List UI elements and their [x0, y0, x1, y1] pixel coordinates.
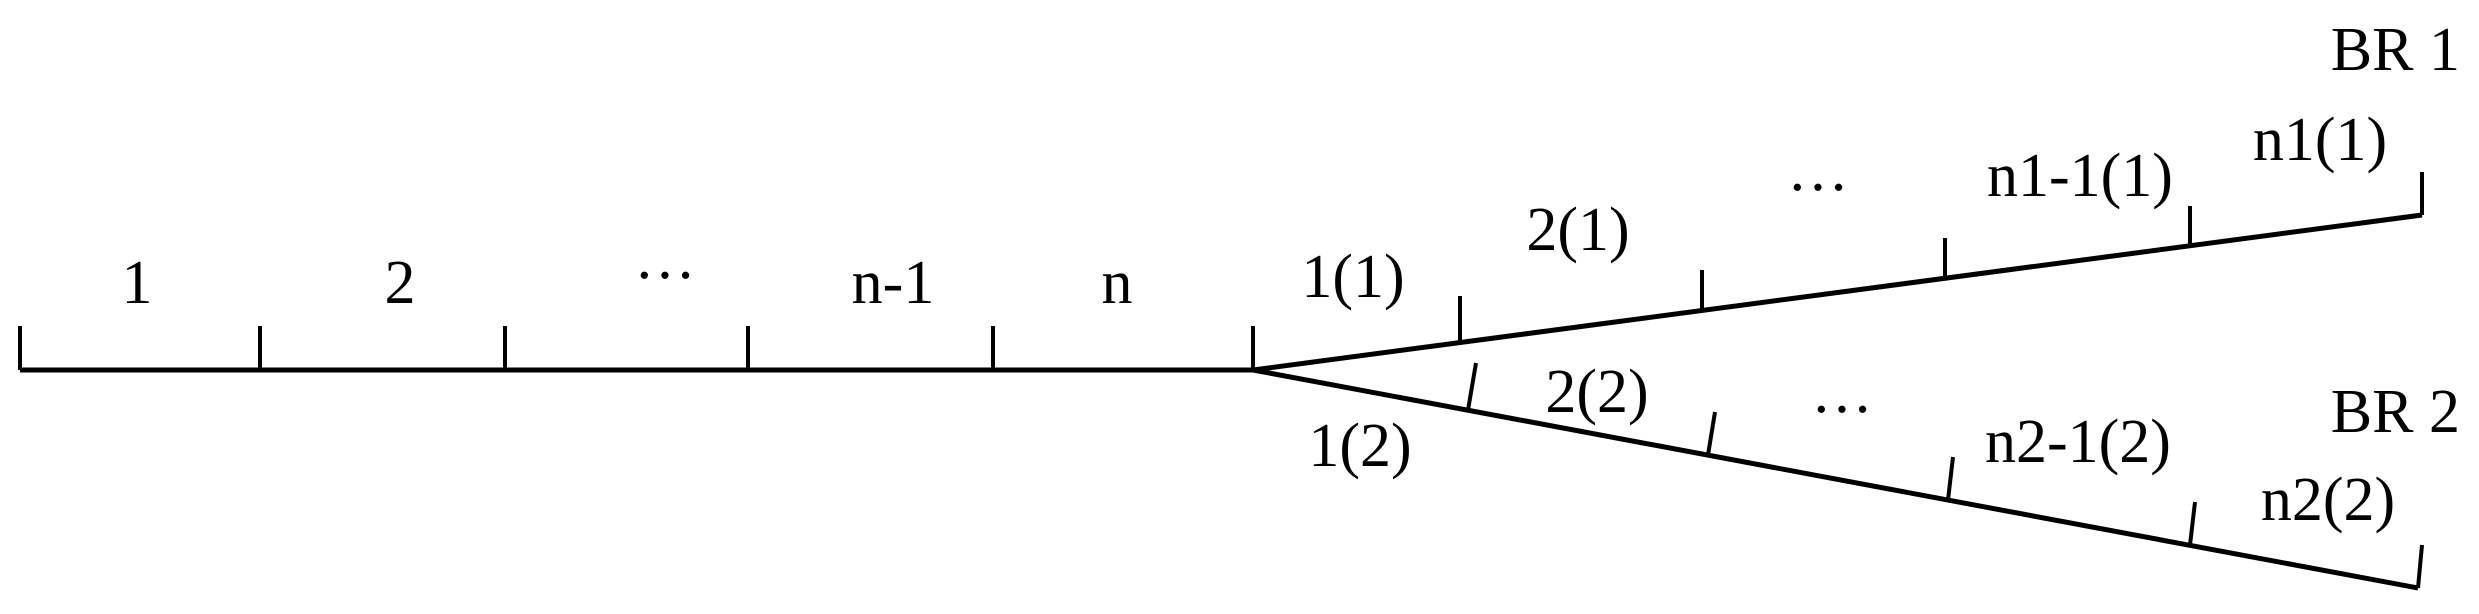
branch-2-label-1: 1(2): [1308, 412, 1411, 480]
branch-2-tick-2: [1706, 411, 1717, 456]
branch-2-label-n2: n2(2): [2261, 466, 2395, 534]
trunk-label-n-minus-1: n-1: [852, 249, 935, 317]
branch-2-label-n2-minus-1: n2-1(2): [1985, 408, 2171, 476]
branch-2-tick-4: [2188, 501, 2197, 546]
trunk: 1 2 ··· n-1 n: [18, 242, 1255, 373]
branch-1-label-1: 1(1): [1301, 243, 1404, 311]
branch-2-tick-3: [1946, 456, 1955, 501]
trunk-label-1: 1: [122, 249, 153, 317]
branch-1-line: [1252, 212, 2423, 373]
branch-2-line: [1252, 367, 2419, 591]
branch-1-label-2: 2(1): [1526, 196, 1629, 264]
branch-1-label-ellipsis: ···: [1787, 154, 1849, 222]
branch-2-tick-5: [2416, 544, 2424, 589]
branch-2: BR 2 1(2) 2(2) ··· n2-1(2) n2(2): [1252, 358, 2460, 591]
branch-1-label-n1: n1(1): [2253, 106, 2387, 174]
branch-2-label-2: 2(2): [1545, 358, 1648, 426]
branch-1: BR 1 1(1) 2(1) ··· n1-1(1) n1(1): [1252, 16, 2460, 373]
branch-2-name: BR 2: [2331, 378, 2460, 446]
branch-2-tick-1: [1466, 362, 1478, 411]
branch-1-label-n1-minus-1: n1-1(1): [1987, 142, 2173, 210]
trunk-label-2: 2: [385, 249, 416, 317]
trunk-label-n: n: [1102, 249, 1133, 317]
trunk-label-ellipsis: ···: [634, 242, 696, 310]
branch-2-label-ellipsis: ···: [1811, 376, 1873, 444]
branch-1-name: BR 1: [2331, 16, 2460, 84]
